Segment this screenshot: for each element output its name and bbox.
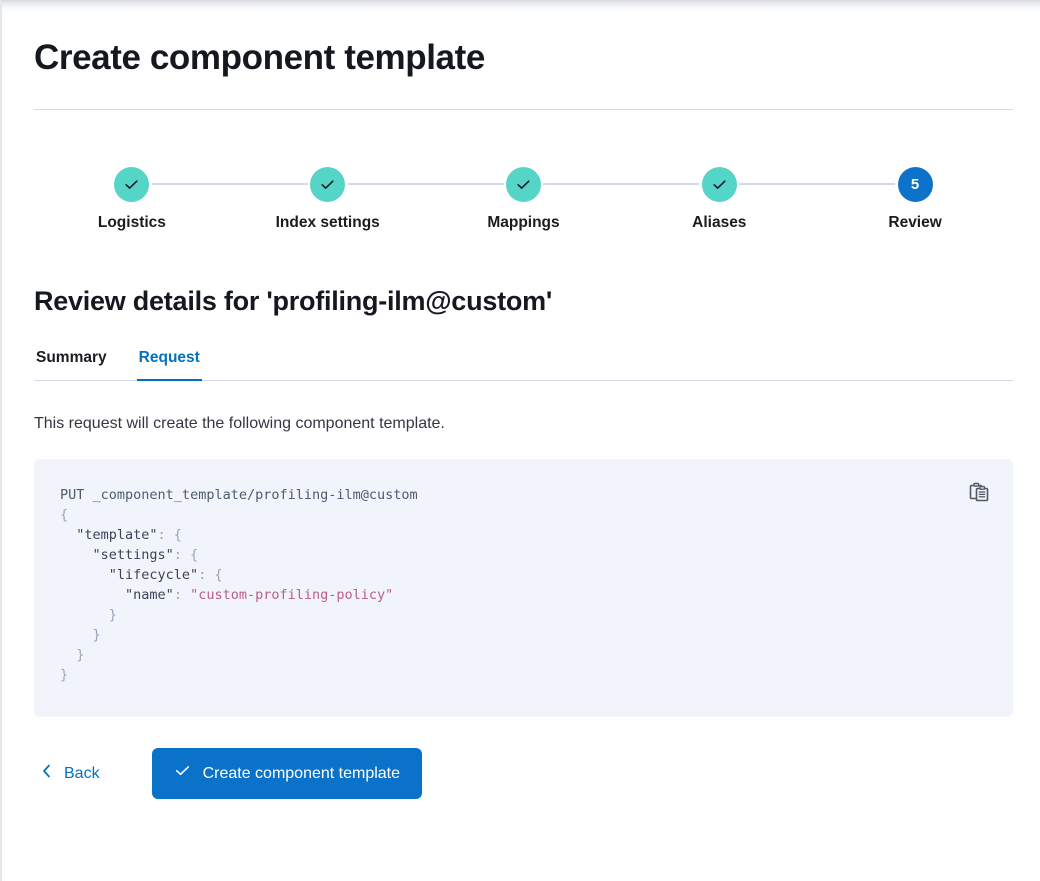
step-label: Logistics <box>97 214 166 231</box>
step-connector-left <box>621 183 700 185</box>
step-status-indicator[interactable]: 5 <box>897 167 933 202</box>
wizard-stepper: Logistics Index settings <box>34 167 1013 233</box>
step-connector-right <box>543 183 622 185</box>
step-logistics[interactable]: Logistics <box>34 167 230 233</box>
tab-request[interactable]: Request <box>136 344 202 381</box>
request-code-block: PUT _component_template/profiling-ilm@cu… <box>60 487 418 683</box>
step-label: Mappings <box>487 214 560 231</box>
tab-summary[interactable]: Summary <box>34 344 109 380</box>
step-label: Index settings <box>275 214 380 231</box>
request-description: This request will create the following c… <box>34 415 445 432</box>
step-number: 5 <box>910 176 920 193</box>
step-review[interactable]: 5 Review <box>817 167 1013 233</box>
check-icon <box>515 176 532 193</box>
copy-to-clipboard-button[interactable] <box>963 477 995 509</box>
step-status-indicator[interactable] <box>701 167 737 202</box>
header-divider <box>34 109 1013 110</box>
step-label: Aliases <box>692 214 747 231</box>
step-index-settings[interactable]: Index settings <box>229 167 426 233</box>
review-heading: Review details for 'profiling-ilm@custom… <box>34 286 552 316</box>
request-path: _component_template/profiling-ilm@custom <box>92 487 418 503</box>
step-connector-left <box>229 183 308 185</box>
create-component-template-label: Create component template <box>202 764 401 782</box>
check-icon <box>711 176 728 193</box>
step-connector-left <box>817 183 896 185</box>
page-title: Create component template <box>34 38 485 77</box>
request-code-panel: PUT _component_template/profiling-ilm@cu… <box>34 459 1013 717</box>
check-icon <box>174 762 191 785</box>
chevron-left-icon <box>40 763 54 784</box>
back-button[interactable]: Back <box>34 755 106 792</box>
step-mappings[interactable]: Mappings <box>425 167 622 233</box>
review-tabs: Summary Request <box>34 344 1013 381</box>
step-status-indicator[interactable] <box>114 167 150 202</box>
step-label: Review <box>888 214 942 231</box>
http-method: PUT <box>60 487 85 503</box>
check-icon <box>123 176 140 193</box>
check-icon <box>319 176 336 193</box>
step-aliases[interactable]: Aliases <box>621 167 818 233</box>
page-content: Create component template Logistics <box>34 0 1013 839</box>
step-status-indicator[interactable] <box>505 167 541 202</box>
back-button-label: Back <box>64 764 100 782</box>
create-component-template-button[interactable]: Create component template <box>151 748 423 799</box>
lifecycle-name-value: "custom-profiling-policy" <box>190 587 394 603</box>
copy-clipboard-icon <box>968 481 990 506</box>
step-connector-right <box>151 183 230 185</box>
wizard-actions: Back Create component template <box>34 748 1013 839</box>
step-connector-right <box>347 183 426 185</box>
step-connector-right <box>739 183 818 185</box>
step-connector-left <box>425 183 504 185</box>
step-status-indicator[interactable] <box>310 167 346 202</box>
